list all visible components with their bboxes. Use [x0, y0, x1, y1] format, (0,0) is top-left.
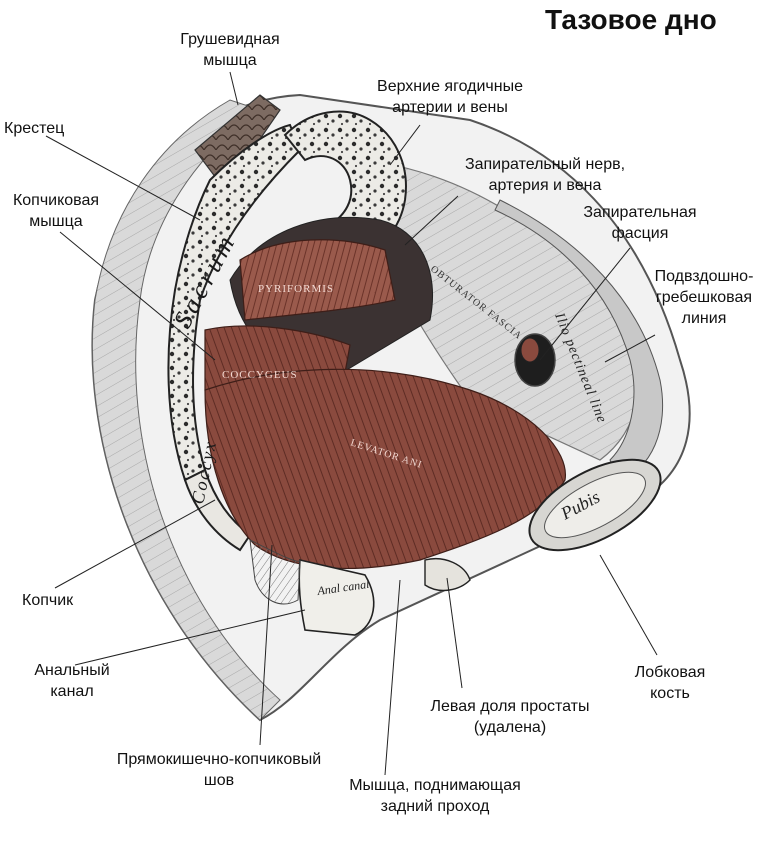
label-sacrum: Крестец	[4, 120, 65, 137]
label-coccyx: Копчик	[22, 592, 74, 609]
leader-prostate	[446, 577, 463, 689]
leader-sacrum	[45, 135, 201, 221]
coccygeus-text: COCCYGEUS	[222, 369, 298, 381]
label-obturator-nerve: Запирательный нерв,артерия и вена	[464, 156, 626, 194]
prostate-remnant	[424, 558, 471, 592]
pyriformis-text: PYRIFORMIS	[258, 283, 334, 295]
piriformis-muscle	[239, 239, 396, 321]
leader-piriformis	[229, 71, 239, 106]
label-prostate-left-lobe: Левая доля простаты(удалена)	[430, 698, 590, 736]
leader-levator	[384, 579, 401, 776]
leader-iliopectineal	[604, 334, 656, 363]
leader-anal-canal	[74, 609, 306, 666]
leader-obturator-nerve	[404, 195, 459, 246]
leader-obturator-fascia	[539, 247, 631, 361]
page-title: Тазовое дно	[545, 4, 717, 35]
leader-lines	[45, 71, 658, 776]
perineal-tissue	[249, 539, 301, 605]
leader-superior-gluteal	[389, 124, 421, 166]
leader-coccygeus	[59, 231, 216, 361]
pubis-bone	[528, 458, 662, 552]
leader-pubis	[599, 554, 658, 656]
leader-raphe	[259, 544, 273, 746]
outer-wall-shading	[91, 99, 281, 721]
levator-ani-muscle	[204, 368, 566, 570]
leader-coccyx	[54, 499, 216, 589]
obturator-vessels	[520, 337, 540, 363]
